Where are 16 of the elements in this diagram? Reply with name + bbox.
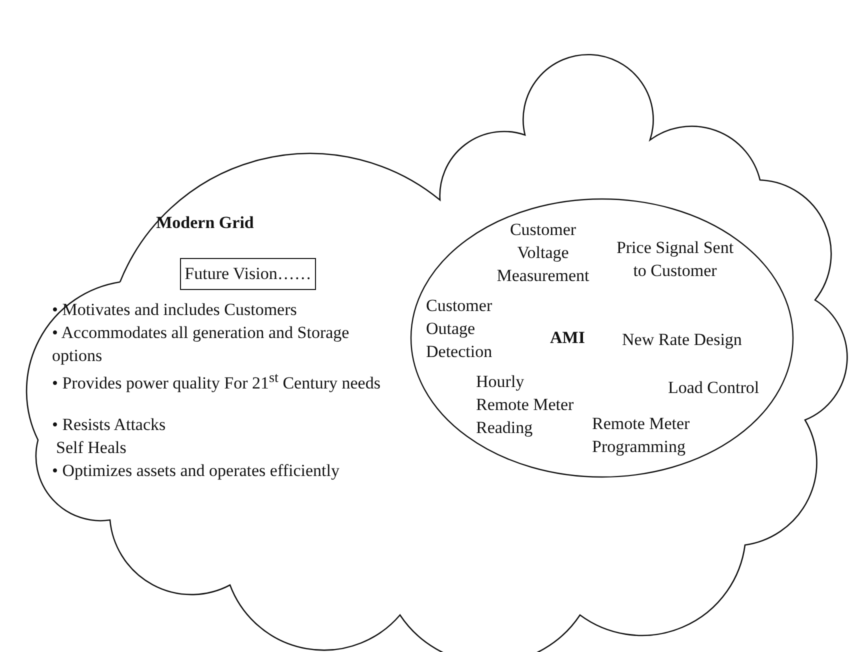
ellipse-label: Price Signal Sent to Customer <box>615 237 735 282</box>
bullet-text: • Optimizes assets and operates efficiently <box>52 460 340 482</box>
ellipse-label: New Rate Design <box>622 329 743 351</box>
bullet-text: Self Heals <box>56 437 128 459</box>
text-box: Future Vision…… <box>180 258 316 290</box>
ellipse-label: Hourly Remote Meter Reading <box>476 371 575 439</box>
ellipse-label: Load Control <box>668 377 760 399</box>
cloud-heading: Modern Grid <box>155 212 255 234</box>
ellipse-label: Customer Outage Detection <box>426 295 494 363</box>
ellipse-label: Customer Voltage Measurement <box>496 219 590 287</box>
ellipse-heading: AMI <box>550 327 586 349</box>
bullet-text: • Accommodates all generation and Storage options <box>52 322 350 367</box>
bullet-text: • Motivates and includes Customers <box>52 299 298 321</box>
bullet-text: • Resists Attacks <box>52 414 167 436</box>
bullet-text: • Provides power quality For 21$^{st}$ Century needs <box>52 369 382 395</box>
ellipse-label: Remote Meter Programming <box>592 413 691 458</box>
